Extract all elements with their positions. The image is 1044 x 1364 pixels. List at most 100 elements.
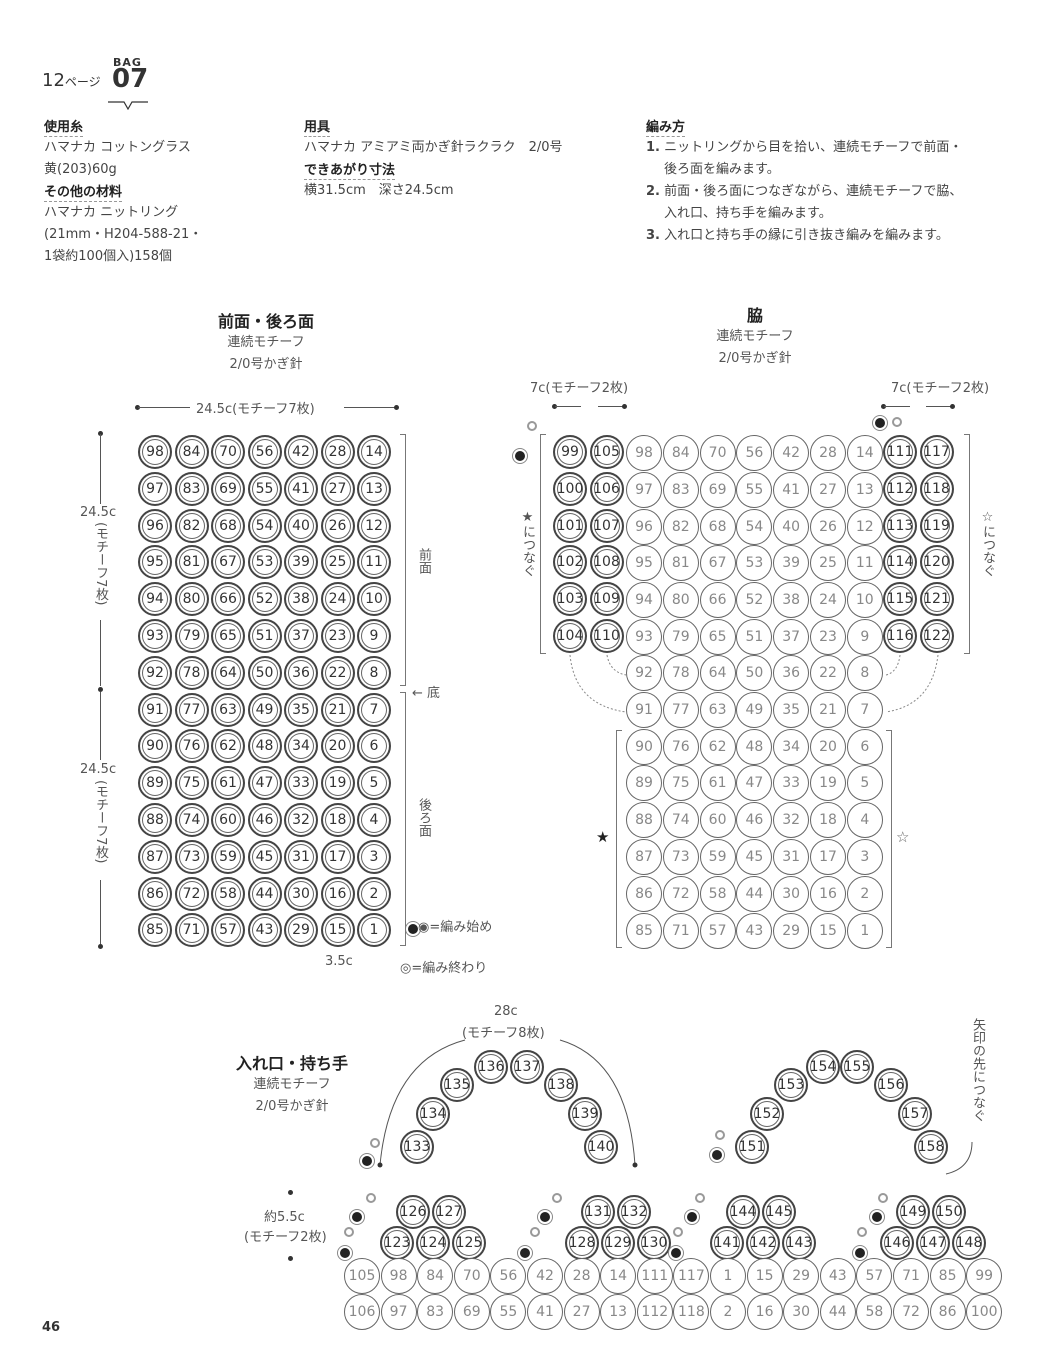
motif-plain: 15 (810, 912, 846, 949)
legend-end: ◎=編み終わり (400, 961, 488, 976)
motif-ring: 18 (320, 803, 355, 837)
dimension-line (344, 407, 396, 408)
motif-ring: 66 (211, 582, 245, 617)
motif-ring: 108 (589, 545, 624, 580)
front-back-heading: 前面・後ろ面 連続モチーフ 2/0号かぎ針 (166, 308, 366, 376)
front-height-sublabel: (モチーフ7枚) (93, 522, 108, 606)
motif-ring: 109 (589, 582, 624, 617)
dimension-dot (622, 404, 627, 409)
motif-ring: 17 (320, 839, 355, 874)
motif-ring: 44 (247, 876, 282, 911)
motif-ring: 91 (138, 692, 172, 727)
motif-plain: 41 (773, 471, 810, 508)
motif-plain: 77 (662, 691, 699, 728)
opening-motif: 150 (932, 1195, 966, 1229)
motif-plain: 68 (699, 508, 736, 545)
end-marker-icon (715, 1130, 725, 1140)
motif-ring: 26 (320, 508, 355, 543)
base-motif: 70 (453, 1258, 490, 1294)
base-motif: 16 (746, 1294, 783, 1330)
opening-motif: 128 (565, 1226, 599, 1260)
motif-ring: 63 (211, 692, 245, 727)
tools-title: 用具 (304, 116, 331, 137)
start-marker-icon (540, 1212, 550, 1222)
motif-ring: 86 (138, 876, 172, 911)
motif-ring: 40 (284, 508, 318, 543)
motif-ring: 117 (919, 435, 954, 469)
yarn-line-1: ハマナカ コットングラス (44, 140, 191, 155)
motif-plain: 31 (773, 839, 810, 875)
motif-ring: 111 (883, 435, 917, 469)
base-motif: 29 (783, 1258, 820, 1294)
end-marker-icon (878, 1193, 888, 1203)
other-materials-title: その他の材料 (44, 181, 123, 202)
motif-ring: 45 (247, 839, 282, 874)
motif-ring: 89 (138, 766, 172, 801)
motif-ring: 11 (357, 545, 391, 580)
handle-motif: 138 (544, 1068, 578, 1102)
handle-motif: 139 (568, 1097, 602, 1131)
motif-ring: 70 (211, 435, 245, 469)
motif-ring: 30 (284, 876, 318, 911)
motif-plain: 6 (846, 728, 883, 765)
base-motif: 14 (600, 1258, 637, 1294)
motif-plain: 55 (736, 471, 773, 508)
motif-plain: 88 (626, 802, 662, 839)
motif-ring: 105 (589, 435, 624, 469)
motif-plain: 64 (699, 655, 736, 691)
motif-plain: 80 (662, 582, 699, 619)
dimension-dot (288, 1256, 293, 1261)
motif-plain: 61 (699, 765, 736, 802)
opening-motif: 143 (782, 1226, 816, 1260)
motif-ring: 99 (553, 435, 587, 469)
front-label: 前面 (416, 548, 431, 574)
motif-plain: 36 (773, 655, 810, 691)
motif-ring: 37 (284, 619, 318, 653)
motif-plain: 17 (810, 839, 846, 875)
handle-motif: 152 (750, 1097, 784, 1131)
motif-ring: 88 (138, 803, 172, 837)
legend-start: ◉=編み始め (418, 920, 493, 935)
base-motif: 84 (417, 1258, 454, 1294)
base-motif: 71 (893, 1258, 929, 1294)
opening-motif: 132 (617, 1195, 651, 1229)
motif-plain: 70 (699, 435, 736, 471)
motif-ring: 65 (211, 619, 245, 653)
motif-ring: 22 (320, 655, 355, 690)
base-motif: 98 (380, 1258, 417, 1294)
motif-plain: 50 (736, 655, 773, 691)
end-marker-icon (673, 1227, 683, 1237)
motif-ring: 75 (174, 766, 209, 801)
motif-plain: 63 (699, 691, 736, 728)
motif-plain: 29 (773, 912, 810, 949)
side-left-bracket (540, 434, 546, 654)
motif-ring: 15 (320, 913, 355, 948)
motif-plain: 40 (773, 508, 810, 545)
motif-ring: 41 (284, 471, 318, 506)
end-marker-icon (552, 1193, 562, 1203)
opening-motif: 142 (746, 1226, 780, 1260)
handle-motif: 133 (400, 1130, 434, 1164)
motif-ring: 72 (174, 876, 209, 911)
motif-ring: 16 (320, 876, 355, 911)
dimension-dot (881, 404, 886, 409)
motif-plain: 53 (736, 545, 773, 582)
opening-motif: 129 (601, 1226, 635, 1260)
motif-plain: 87 (626, 839, 662, 875)
motif-ring: 77 (174, 692, 209, 727)
base-motif: 2 (710, 1294, 746, 1330)
motif-plain: 74 (662, 802, 699, 839)
motif-plain: 49 (736, 691, 773, 728)
start-marker-icon (408, 924, 418, 934)
handle-motif: 134 (416, 1097, 450, 1131)
arrow-note-pointer (945, 1141, 973, 1175)
motif-ring: 51 (247, 619, 282, 653)
motif-plain: 20 (810, 728, 846, 765)
back-height-label: 24.5c (80, 762, 117, 777)
motif-ring: 69 (211, 471, 245, 506)
motif-plain: 13 (846, 471, 883, 508)
motif-ring: 59 (211, 839, 245, 874)
opening-motif: 145 (762, 1195, 796, 1229)
motif-ring: 120 (919, 545, 954, 580)
base-motif: 15 (746, 1258, 783, 1294)
